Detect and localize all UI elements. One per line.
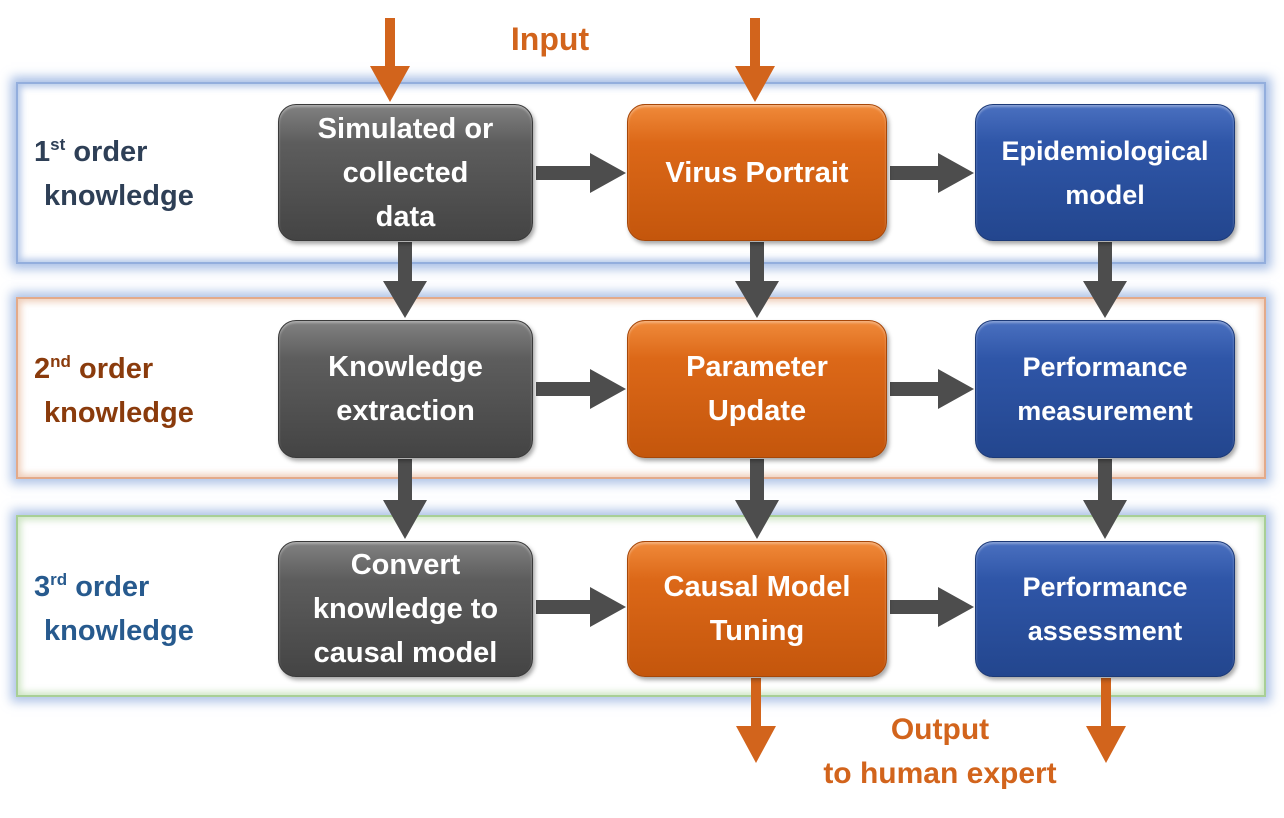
box-text-line: extraction [336,395,475,427]
box-text-line: Convert [350,549,461,581]
ordinal-number: 2 [34,353,51,385]
ordinal-number: 1 [34,136,51,168]
arrow-parameter-update-to-measurement [890,369,974,409]
box-text-line: measurement [1017,396,1193,426]
arrow-epi-model-to-measurement [1083,242,1127,318]
box-text-line: data [375,200,436,233]
box-text-line: Tuning [709,615,805,647]
simulated-or-collected-data-box: Simulated or collected data [278,104,533,241]
arrow-data-to-extraction [383,242,427,318]
second-order-knowledge-label: 2nd order knowledge [34,347,234,435]
knowledge-word: knowledge [44,397,194,429]
box-text-line: Update [707,395,807,427]
input-arrow-to-virus-portrait [735,18,775,102]
arrow-virus-portrait-to-parameter-update [735,242,779,318]
box-text-line: Performance [1022,352,1188,382]
ordinal-suffix: st [50,135,66,154]
arrow-causal-tuning-to-assessment [890,587,974,627]
knowledge-extraction-box: Knowledge extraction [278,320,533,458]
box-text-line: Epidemiological [1001,135,1209,166]
ordinal-suffix: rd [50,570,68,589]
epidemiological-model-box: Epidemiological model [975,104,1235,241]
box-text-line: Knowledge [328,351,483,383]
box-text-line: Performance [1022,572,1188,602]
box-text-line: assessment [1027,616,1183,646]
arrow-convert-to-causal-tuning [536,587,626,627]
order-word: order [73,136,148,168]
output-caption-line: Output [890,713,990,746]
output-arrow-from-assessment [1086,678,1126,763]
causal-model-tuning-box: Causal Model Tuning [627,541,887,677]
parameter-update-box: Parameter Update [627,320,887,458]
box-text-line: Simulated or [317,112,494,145]
knowledge-word: knowledge [44,615,194,647]
box-text-line: knowledge to [312,593,499,625]
performance-assessment-box: Performance assessment [975,541,1235,677]
arrow-measurement-to-assessment [1083,459,1127,539]
order-word: order [75,571,150,603]
box-text-line: model [1065,179,1145,210]
box-text-line: Causal Model [663,571,851,603]
arrow-extraction-to-convert [383,459,427,539]
third-order-knowledge-label: 3rd order knowledge [34,565,234,653]
output-caption: Output to human expert [790,708,1090,796]
virus-portrait-box: Virus Portrait [627,104,887,241]
arrow-data-to-virus-portrait [536,153,626,193]
output-arrow-from-causal-tuning [736,678,776,763]
ordinal-suffix: nd [50,352,71,371]
output-caption-line: to human expert [823,757,1057,790]
input-caption: Input [510,21,590,57]
box-text-line: collected [342,156,469,189]
input-arrow-to-data [370,18,410,102]
box-text-line: Parameter [686,351,828,383]
convert-knowledge-to-causal-model-box: Convert knowledge to causal model [278,541,533,677]
performance-measurement-box: Performance measurement [975,320,1235,458]
box-text-line: Virus Portrait [665,156,849,189]
arrow-virus-portrait-to-epi-model [890,153,974,193]
knowledge-word: knowledge [44,180,194,212]
arrow-extraction-to-parameter-update [536,369,626,409]
arrow-parameter-update-to-causal-tuning [735,459,779,539]
ordinal-number: 3 [34,571,51,603]
first-order-knowledge-label: 1st order knowledge [34,130,234,218]
box-text-line: causal model [313,637,498,669]
order-word: order [78,353,154,385]
